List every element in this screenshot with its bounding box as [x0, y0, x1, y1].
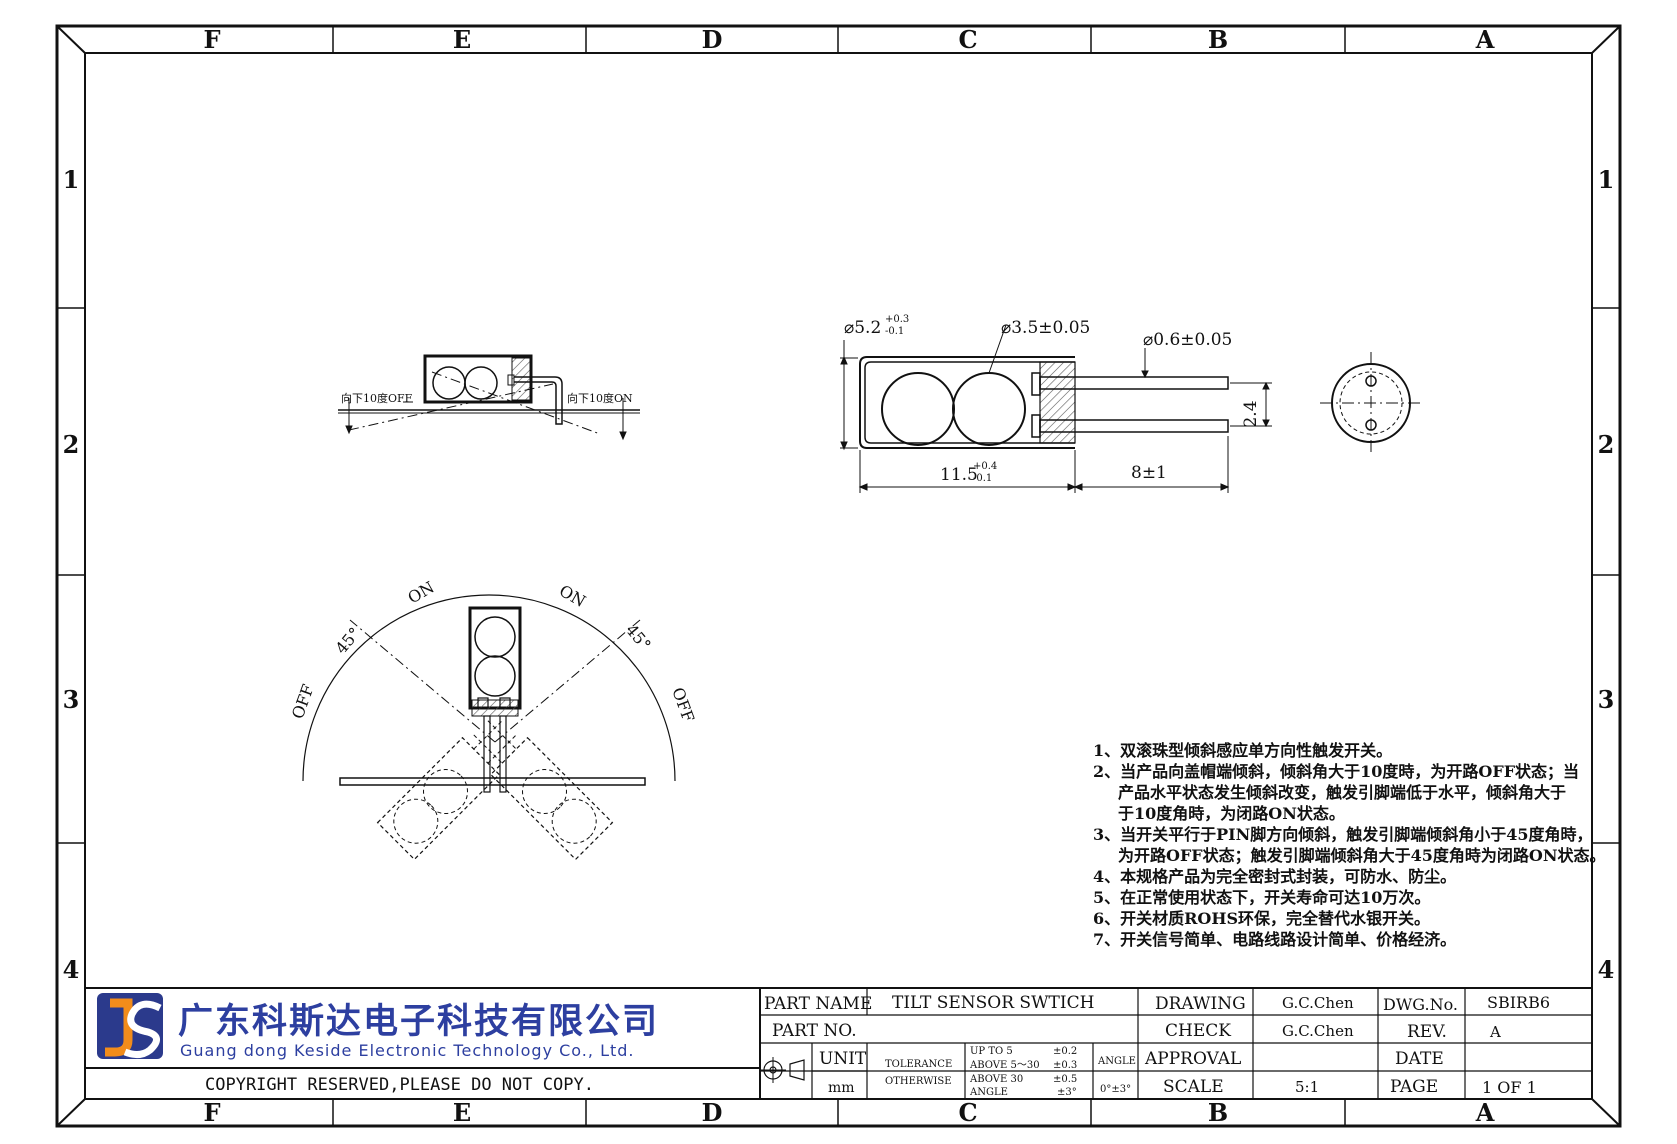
zone-labels: F E D C B A F E D C B A 1 2 3 4 1 2 3 4: [63, 25, 1615, 1127]
zone-col-top-f: F: [203, 25, 220, 54]
angle-label-off-right: OFF: [668, 685, 698, 725]
note-line: 1、双滚珠型倾斜感应单方向性触发开关。: [1093, 741, 1392, 760]
note-line: 5、在正常使用状态下，开关寿命可达10万次。: [1093, 888, 1430, 907]
dim-pin-length: 8±1: [1131, 463, 1167, 483]
part-name-label: PART NAME: [764, 994, 872, 1014]
dim-pin-diameter: ⌀0.6±0.05: [1143, 330, 1232, 350]
zone-col-bottom-e: E: [453, 1098, 471, 1127]
tolerance-label-1: TOLERANCE: [885, 1059, 952, 1070]
zone-row-left-3: 3: [63, 685, 80, 714]
zone-col-bottom-f: F: [203, 1098, 220, 1127]
dim-pin-pitch: 2.4: [1241, 400, 1261, 427]
tol-row3: ABOVE 30: [969, 1074, 1023, 1085]
tol-row4: ANGLE: [969, 1087, 1008, 1098]
angle-view: [302, 594, 676, 861]
unit-value: mm: [828, 1080, 855, 1096]
zone-row-left-1: 1: [63, 165, 80, 194]
check-label: CHECK: [1165, 1021, 1231, 1041]
main-view-dimensions: ⌀5.2 +0.3 -0.1 ⌀3.5±0.05 ⌀0.6±0.05 2.4 1…: [844, 314, 1261, 485]
copyright-text: COPYRIGHT RESERVED,PLEASE DO NOT COPY.: [205, 1075, 594, 1095]
angle-label-on-left: ON: [405, 577, 438, 607]
note-line: 7、开关信号简单、电路线路设计简单、价格经济。: [1093, 930, 1456, 949]
tol-row3-val: ±0.5: [1053, 1074, 1077, 1085]
tolerance-table: TOLERANCE OTHERWISE UP TO 5 ±0.2 ABOVE 5…: [885, 1046, 1136, 1098]
part-name-value: TILT SENSOR SWTICH: [892, 993, 1094, 1013]
rev-label: REV.: [1407, 1022, 1447, 1042]
note-line: 3、当开关平行于PIN脚方向倾斜，触发引脚端倾斜角小于45度角時，: [1093, 825, 1593, 844]
dwg-no-value: SBIRB6: [1487, 993, 1550, 1012]
date-label: DATE: [1395, 1049, 1444, 1069]
angle-label-45-right: 45°: [622, 620, 655, 654]
tol-row1-val: ±0.2: [1053, 1046, 1077, 1057]
part-no-label: PART NO.: [772, 1021, 857, 1041]
scale-label: SCALE: [1163, 1077, 1224, 1097]
company-name-en: Guang dong Keside Electronic Technology …: [180, 1041, 635, 1060]
note-line: 为开路OFF状态；触发引脚端倾斜角大于45度角時为闭路ON状态。: [1118, 846, 1606, 865]
dim-body-length: 11.5: [940, 465, 978, 485]
tol-row4-val: ±3°: [1057, 1087, 1077, 1098]
side-view-label-on: 向下10度ON: [567, 391, 633, 405]
angle-label: ANGLE: [1097, 1056, 1136, 1067]
zone-row-right-4: 4: [1598, 955, 1615, 984]
zone-col-top-b: B: [1208, 25, 1228, 54]
note-line: 于10度角時，为闭路ON状态。: [1118, 804, 1345, 823]
angle-label-45-left: 45°: [332, 624, 365, 658]
drawing-value: G.C.Chen: [1282, 994, 1354, 1012]
dim-body-length-tol-plus: +0.4: [973, 461, 997, 472]
zone-col-bottom-d: D: [702, 1098, 723, 1127]
page-value: 1 OF 1: [1482, 1078, 1537, 1097]
zone-row-right-3: 3: [1598, 685, 1615, 714]
rev-value: A: [1489, 1023, 1501, 1041]
approval-label: APPROVAL: [1144, 1049, 1241, 1069]
note-line: 6、开关材质ROHS环保，完全替代水银开关。: [1093, 909, 1430, 928]
zone-row-left-4: 4: [63, 955, 80, 984]
dim-body-diameter-tol-minus: -0.1: [885, 326, 904, 337]
angle-label-off-left: OFF: [288, 682, 318, 722]
zone-row-right-2: 2: [1598, 430, 1615, 459]
title-block: [85, 987, 1593, 1099]
tolerance-label-2: OTHERWISE: [885, 1076, 952, 1087]
dim-ball-diameter: ⌀3.5±0.05: [1001, 318, 1090, 338]
drawing-label: DRAWING: [1155, 994, 1246, 1014]
check-value: G.C.Chen: [1282, 1022, 1354, 1040]
note-line: 2、当产品向盖帽端倾斜，倾斜角大于10度時，为开路OFF状态；当: [1093, 762, 1579, 781]
side-view: [338, 354, 640, 441]
unit-label: UNIT: [819, 1049, 867, 1069]
main-view: [840, 324, 1272, 493]
dim-body-diameter: ⌀5.2: [844, 318, 881, 338]
angle-value: 0°±3°: [1100, 1084, 1131, 1095]
zone-col-top-d: D: [702, 25, 723, 54]
side-view-label-off: 向下10度OFF: [341, 391, 413, 405]
company-logo: [97, 993, 163, 1059]
zone-col-bottom-a: A: [1475, 1098, 1495, 1127]
zone-col-bottom-c: C: [958, 1098, 977, 1127]
zone-row-left-2: 2: [63, 430, 80, 459]
company-name-cn: 广东科斯达电子科技有限公司: [178, 1002, 659, 1042]
dwg-no-label: DWG.No.: [1383, 995, 1458, 1014]
title-block-fields: PART NAME TILT SENSOR SWTICH PART NO. UN…: [764, 993, 1550, 1097]
angle-label-on-right: ON: [556, 581, 589, 611]
tol-row1: UP TO 5: [970, 1046, 1013, 1057]
note-line: 产品水平状态发生倾斜改变，触发引脚端低于水平，倾斜角大于: [1118, 783, 1566, 802]
zone-col-top-c: C: [958, 25, 977, 54]
scale-value: 5:1: [1295, 1078, 1319, 1096]
zone-row-right-1: 1: [1598, 165, 1615, 194]
dim-body-length-tol-minus: -0.1: [973, 473, 992, 484]
sheet-border: [55, 24, 1622, 1128]
tol-row2-val: ±0.3: [1053, 1060, 1077, 1071]
end-view: [1320, 352, 1422, 454]
notes-block: 1、双滚珠型倾斜感应单方向性触发开关。 2、当产品向盖帽端倾斜，倾斜角大于10度…: [1093, 741, 1606, 949]
tol-row2: ABOVE 5～30: [969, 1060, 1040, 1071]
dim-body-diameter-tol-plus: +0.3: [885, 314, 909, 325]
zone-col-top-a: A: [1475, 25, 1495, 54]
page-label: PAGE: [1390, 1077, 1438, 1097]
note-line: 4、本规格产品为完全密封式封装，可防水、防尘。: [1093, 867, 1456, 886]
zone-col-top-e: E: [453, 25, 471, 54]
zone-col-bottom-b: B: [1208, 1098, 1228, 1127]
